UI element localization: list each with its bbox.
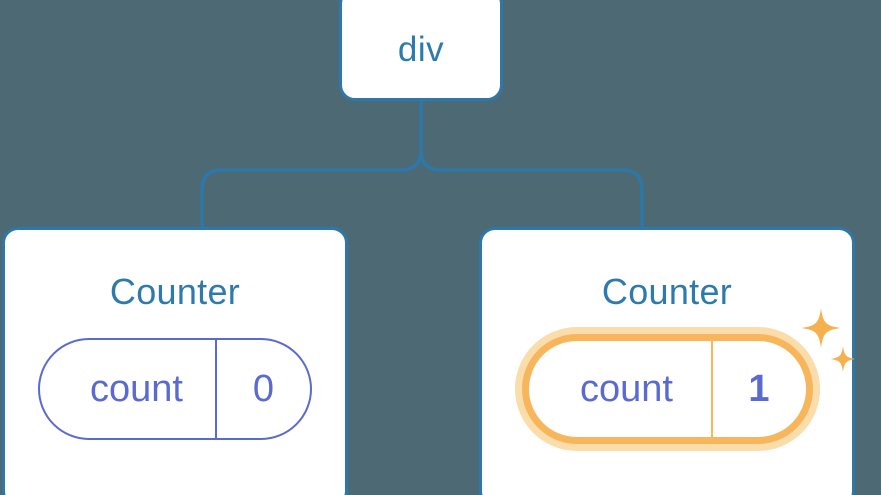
- state-pill-left-body[interactable]: count 0: [38, 338, 312, 440]
- state-pill-right[interactable]: count 1: [521, 308, 855, 444]
- node-counter-left[interactable]: Counter count 0: [2, 227, 348, 495]
- node-counter-right-label: Counter: [601, 271, 733, 312]
- state-pill-right-body[interactable]: count 1: [521, 334, 813, 444]
- state-key-left: count: [90, 368, 183, 410]
- state-pill-left[interactable]: count 0: [38, 338, 312, 440]
- node-div-label: div: [397, 30, 445, 69]
- node-counter-right[interactable]: Counter count 1: [479, 227, 855, 495]
- node-div[interactable]: div: [339, 0, 503, 101]
- state-value-left: 0: [215, 340, 310, 438]
- sparkle-small-icon: [830, 346, 855, 372]
- connector-branch-left: [200, 148, 423, 229]
- state-key-right: count: [580, 368, 673, 410]
- node-counter-left-label: Counter: [109, 271, 241, 312]
- state-value-right: 1: [710, 341, 806, 437]
- connector-branch-right: [419, 148, 644, 229]
- sparkle-icon: [800, 308, 841, 348]
